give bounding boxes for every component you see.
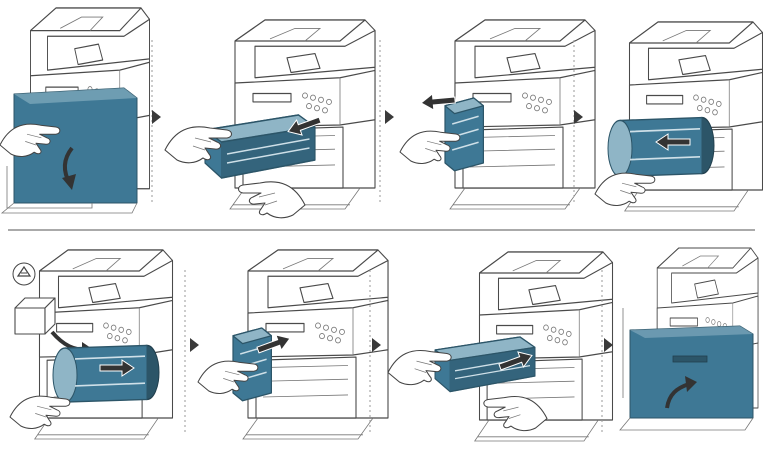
packaging-box [14,297,56,335]
chevron-right-icon [152,110,161,124]
step-7-insert-toner-cartridges [387,252,613,441]
chevron-right-icon [385,110,394,124]
recycle-icon [12,262,36,286]
step-2-pull-toner-cartridges [164,20,375,219]
front-cover [629,325,754,419]
step-8-close-front-cover [619,247,759,431]
chevron-right-icon [190,338,199,352]
step-1-open-front-cover [0,7,151,214]
step-5-insert-imaging-unit [9,250,173,439]
imaging-unit [52,344,160,403]
step-4-pull-imaging-unit [594,22,763,211]
step-3-pull-waste-toner-container [399,20,595,209]
imaging-unit [607,116,715,178]
step-6-insert-waste-toner-container [197,250,388,439]
row-1-remove [0,7,763,219]
row-2-install [9,247,759,441]
